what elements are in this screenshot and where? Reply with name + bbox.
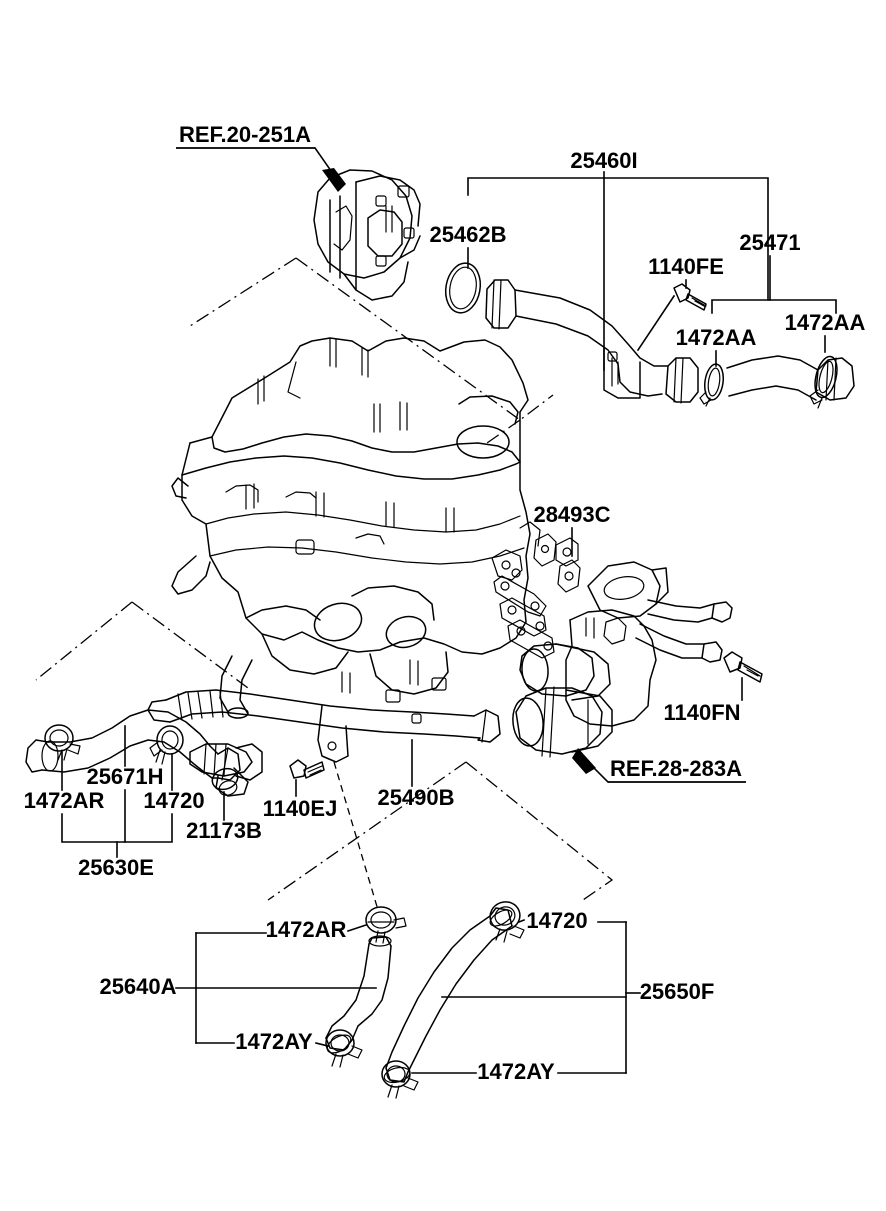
clamp-1472aa-left [699,363,725,407]
label-1472ar-bottom: 1472AR [266,917,347,942]
hose-25671h [47,709,219,755]
label-1472ay-left: 1472AY [235,1029,313,1054]
bolt-1140fn [723,651,763,683]
label-1140fe: 1140FE [648,254,724,279]
construction-plane-left [35,601,133,681]
label-1140fn: 1140FN [663,700,740,725]
bracket-25471 [711,299,837,314]
leader-lines [61,146,837,1074]
engine-valve-cover [211,337,529,438]
label-25471: 25471 [739,230,800,255]
label-1140ej: 1140EJ [263,796,338,821]
bolt-1140ej [289,759,325,779]
clamp-1472ar-bottom [365,906,407,944]
engine-block-assembly [171,257,554,719]
leader-1140fe-part [636,294,676,352]
label-1472ay-bottom: 1472AY [477,1059,555,1084]
hose-25640a [325,943,370,1039]
ref-20-251a-component [313,169,421,301]
water-pipe-25490b [147,689,501,911]
bracket-25630e [61,813,173,843]
hose-25650f [385,915,491,1069]
clamp-14720-bottom [489,901,525,943]
pipe-25471-upper [514,289,669,367]
connector-21173b [189,743,263,797]
label-25460i: 25460I [570,148,637,173]
arrow-ref-28-283a [572,748,596,774]
housing-nipple-lower [639,623,705,645]
label-1472aa-left: 1472AA [676,325,757,350]
bolt-1140fe [673,283,707,311]
label-28493c: 28493C [533,502,610,527]
gasket-ring-25462b [444,262,482,314]
label-layer: REF.20-251A 25460I 25462B 25471 1140FE 1… [24,122,866,1084]
label-14720-left: 14720 [143,788,204,813]
label-1472ar-left: 1472AR [24,788,105,813]
housing-nipple-upper [647,599,715,609]
arrow-ref-20-251a [322,168,346,192]
block-coolant-outlet-stub [171,555,211,595]
label-14720-bottom: 14720 [526,908,587,933]
label-25650f: 25650F [640,979,715,1004]
label-1472aa-right: 1472AA [785,310,866,335]
label-21173b: 21173B [186,818,262,843]
clamp-14720-left [149,725,184,765]
pipe-bracket-25490b [317,705,349,763]
clamp-1472ay-bottom [381,1060,419,1099]
thermostat-housing-ref-28-283a [512,561,763,758]
leader-dash-to-clamp-1472ar [333,761,379,911]
label-ref-20-251a: REF.20-251A [179,122,311,147]
hose-assembly-25630e [25,709,263,797]
label-25630e: 25630E [78,855,154,880]
label-25671h: 25671H [86,764,163,789]
gasket-set-28493c [491,521,581,659]
clamp-1472aa-right [809,355,838,409]
intake-pipe-assembly-25460i [485,279,855,409]
label-25490b: 25490B [377,785,454,810]
oil-filler-cap [456,425,510,459]
label-ref-28-283a: REF.28-283A [610,756,742,781]
pipe-mount-bracket [603,347,641,399]
label-25462b: 25462B [429,222,506,247]
construction-plane-lower [465,761,614,903]
bracket-25460i [467,177,769,301]
clamp-1472ay-left [325,1029,363,1068]
lower-hose-pair [267,761,614,1099]
label-25640a: 25640A [99,974,176,999]
